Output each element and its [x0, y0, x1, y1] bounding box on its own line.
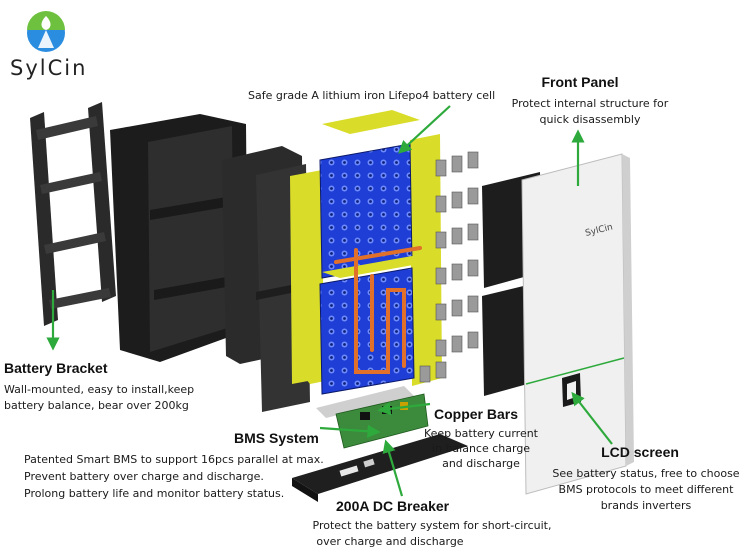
dc-breaker-title: 200A DC Breaker — [336, 498, 450, 514]
front-panel-part — [521, 153, 634, 495]
lcd-screen-desc-1: See battery status, free to choose — [552, 467, 740, 480]
battery-cell-modules — [319, 143, 430, 395]
copper-bars-part — [334, 246, 422, 374]
copper-bars-desc-3: and discharge — [442, 457, 520, 470]
copper-bars-title: Copper Bars — [434, 406, 519, 422]
battery-bracket-desc-1: Wall-mounted, easy to install,keep — [4, 383, 195, 396]
battery-bracket-title: Battery Bracket — [4, 360, 108, 376]
dc-breaker-part — [292, 434, 468, 502]
terminal-blocks — [419, 151, 479, 383]
brand-name: SylCin — [10, 56, 88, 80]
lcd-screen-title: LCD screen — [601, 444, 679, 460]
lcd-screen-desc-2: BMS protocols to meet different — [558, 483, 734, 496]
front-panel-title: Front Panel — [541, 74, 619, 90]
bms-system-desc-1: Patented Smart BMS to support 16pcs para… — [24, 453, 324, 466]
lcd-screen-desc-3: brands inverters — [600, 499, 692, 512]
front-panel-desc-1: Protect internal structure for — [511, 97, 669, 110]
pointer-arrows — [46, 105, 613, 497]
dc-breaker-desc-2: over charge and discharge — [316, 535, 464, 548]
battery-bracket-part — [30, 102, 116, 326]
rear-housing-part — [110, 114, 248, 362]
bms-system-desc-3: Prolong battery life and monitor battery… — [24, 487, 285, 500]
copper-bars-desc-2: in balance charge — [431, 442, 531, 455]
logo-icon — [27, 11, 65, 52]
bms-system-title: BMS System — [234, 430, 319, 446]
battery-cell-desc: Safe grade A lithium iron Lifepo4 batter… — [248, 89, 496, 102]
battery-bracket-desc-2: battery balance, bear over 200kg — [4, 399, 189, 412]
front-panel-desc-2: quick disassembly — [539, 113, 641, 126]
copper-bars-desc-1: Keep battery current — [423, 427, 538, 440]
dc-breaker-desc-1: Protect the battery system for short-cir… — [312, 519, 552, 532]
bms-system-desc-2: Prevent battery over charge and discharg… — [24, 470, 264, 483]
